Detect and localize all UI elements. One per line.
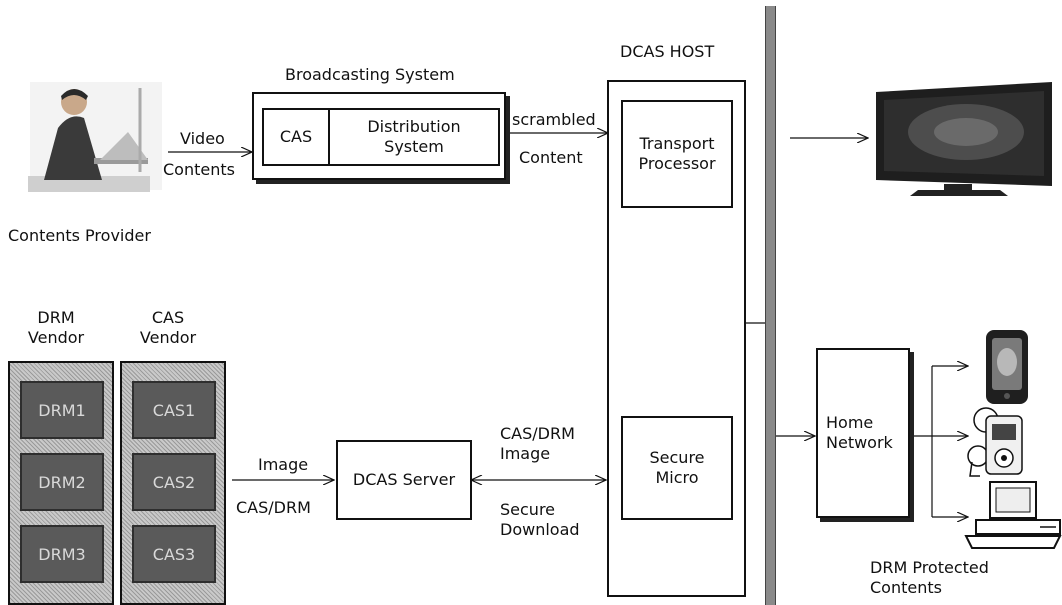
tv-icon (876, 82, 1052, 196)
cas3-item: CAS3 (132, 525, 216, 583)
drm-vendor-title: DRM Vendor (27, 308, 85, 347)
home-network-box: Home Network (816, 348, 910, 518)
content-provider-icon (28, 82, 162, 192)
dcas-host-box: Transport Processor Secure Micro (607, 80, 746, 597)
contents-label: Contents (163, 160, 235, 179)
secure-micro-box: Secure Micro (621, 416, 733, 520)
dcas-host-title: DCAS HOST (620, 42, 715, 61)
cas-drm-label: CAS/DRM (236, 498, 311, 517)
drm3-item: DRM3 (20, 525, 104, 583)
broadcast-inner-box: CAS Distribution System (262, 108, 500, 166)
network-bus-bar (765, 6, 776, 605)
image-label: Image (258, 455, 309, 474)
drm2-item: DRM2 (20, 453, 104, 511)
video-label: Video (180, 129, 225, 148)
contents-provider-label: Contents Provider (8, 226, 151, 245)
cas2-item: CAS2 (132, 453, 216, 511)
content-label: Content (519, 148, 583, 167)
transport-processor-box: Transport Processor (621, 100, 733, 208)
cas-vendor-panel: CAS1 CAS2 CAS3 (120, 361, 226, 605)
media-player-icon (967, 407, 1023, 477)
computer-icon (964, 481, 1062, 549)
distribution-system-cell: Distribution System (367, 117, 461, 156)
secure-download-label: Secure Download (500, 500, 580, 539)
cas-vendor-title: CAS Vendor (139, 308, 197, 347)
cas-cell: CAS (264, 110, 330, 164)
scrambled-label: scrambled (512, 110, 596, 129)
drm-protected-label: DRM Protected Contents (870, 558, 989, 597)
dcas-server-box: DCAS Server (336, 440, 472, 520)
broadcasting-system-title: Broadcasting System (285, 65, 455, 84)
drm1-item: DRM1 (20, 381, 104, 439)
cas-drm-image-label: CAS/DRM Image (500, 424, 575, 463)
phone-icon (986, 330, 1028, 404)
broadcasting-system-box: CAS Distribution System (252, 92, 506, 180)
cas1-item: CAS1 (132, 381, 216, 439)
drm-vendor-panel: DRM1 DRM2 DRM3 (8, 361, 114, 605)
